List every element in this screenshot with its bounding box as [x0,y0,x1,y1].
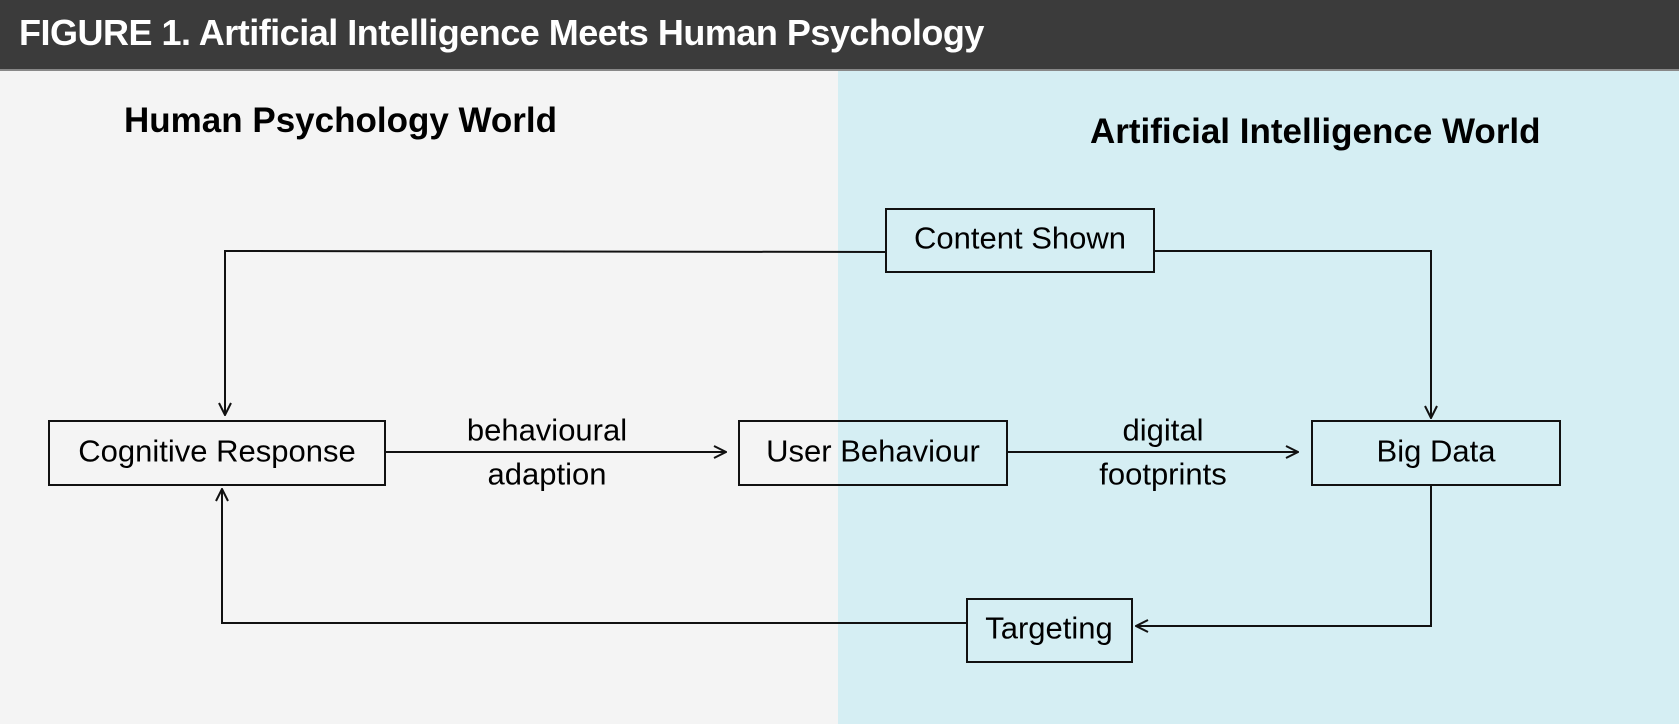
edge-label-footprints: footprints [1099,457,1227,492]
node-label: Targeting [985,611,1113,646]
node-label: User Behaviour [766,434,980,469]
figure-header: FIGURE 1. Artificial Intelligence Meets … [0,0,1679,71]
node-user-behaviour: User Behaviour [738,420,1008,486]
human-psychology-world-label: Human Psychology World [124,101,557,140]
arrow-bigdata-to-targeting [1136,485,1432,626]
edge-label-digital: digital [1123,413,1204,448]
ai-world-region [838,71,1679,724]
node-cognitive-response: Cognitive Response [48,420,386,486]
node-content-shown: Content Shown [885,208,1155,273]
node-label: Content Shown [914,221,1126,256]
node-big-data: Big Data [1311,420,1561,486]
edge-label-behavioural: behavioural [467,413,627,448]
arrow-targeting-to-cognitive [222,489,967,624]
arrow-content-to-bigdata [1154,250,1431,418]
node-targeting: Targeting [966,598,1133,663]
ai-world-label: Artificial Intelligence World [1090,112,1541,151]
node-label: Cognitive Response [78,434,355,469]
node-label: Big Data [1377,434,1497,469]
edge-label-adaption: adaption [488,457,607,492]
arrow-content-to-cognitive [225,249,887,415]
figure-title: FIGURE 1. Artificial Intelligence Meets … [19,12,984,53]
